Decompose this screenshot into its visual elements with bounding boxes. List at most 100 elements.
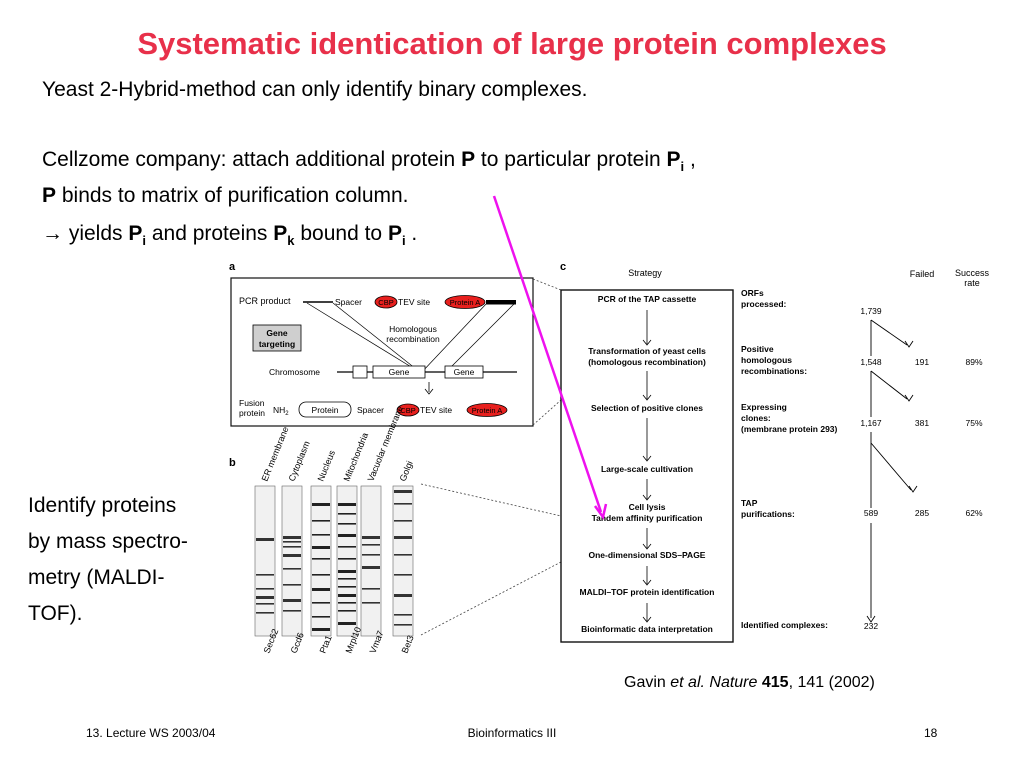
cbp-label: CBP	[378, 298, 393, 307]
down-arrow-icon	[904, 394, 914, 402]
text-segment: ,	[684, 148, 696, 171]
row-label: processed:	[741, 299, 787, 309]
gel-band	[394, 624, 412, 626]
tap-figure: a PCR product Spacer CBP TEV site Protei…	[225, 258, 995, 660]
panel-c-label: c	[560, 261, 566, 273]
panel-a-box	[230, 277, 534, 427]
side-text: Identify proteins by mass spectro- metry…	[28, 488, 228, 632]
gel-band	[283, 610, 301, 612]
gel-band	[256, 612, 274, 614]
gel-band	[256, 574, 274, 576]
row-count: 589	[864, 508, 878, 518]
text-segment: and proteins	[146, 222, 274, 245]
gel-band	[338, 534, 356, 537]
slide-title: Systematic identication of large protein…	[137, 26, 887, 61]
strategy-header: Strategy	[628, 268, 662, 278]
gel-band	[338, 513, 356, 515]
gel-band	[256, 603, 274, 605]
row-failed: 191	[915, 357, 929, 367]
gel-band	[312, 534, 330, 536]
protein-pi: Pi	[128, 222, 146, 249]
gel-band	[283, 568, 301, 570]
footer-page-number: 18	[924, 726, 938, 740]
gel-band	[312, 503, 330, 506]
protein-label: Protein	[312, 405, 339, 415]
protein-pi: Pi	[387, 222, 406, 249]
gene-label: Gene	[389, 367, 410, 377]
down-arrow-icon	[642, 455, 652, 462]
gel-band	[338, 594, 356, 597]
gel-band	[312, 602, 330, 604]
strategy-step: Transformation of yeast cells	[588, 346, 706, 356]
pointer-arrowhead-icon	[593, 503, 608, 520]
row-label: TAP	[741, 498, 758, 508]
gel-band	[338, 546, 356, 548]
yields-line: → yields Pi and proteins Pk bound to Pi …	[42, 222, 417, 248]
strategy-step: (homologous recombination)	[588, 357, 706, 367]
tev-label: TEV site	[420, 405, 452, 415]
row-label: Positive	[741, 344, 774, 354]
chromosome-label: Chromosome	[269, 367, 320, 377]
gel-band	[312, 628, 330, 631]
pointer-arrow	[492, 195, 603, 513]
text-segment: bound to	[294, 222, 388, 245]
text-segment: Cellzome company: attach additional prot…	[42, 148, 462, 171]
gel-band	[394, 490, 412, 493]
gel-band	[283, 536, 301, 539]
strategy-step: Bioinformatic data interpretation	[581, 624, 713, 634]
nh2-label: NH2	[273, 405, 289, 417]
row-label: purifications:	[741, 509, 795, 519]
protein-a-tag	[466, 403, 508, 417]
row-label: clones:	[741, 413, 771, 423]
row-label: recombinations:	[741, 366, 807, 376]
gel-band	[394, 614, 412, 616]
chromosome-block	[352, 365, 368, 379]
gel-band	[338, 570, 356, 573]
success-header: rate	[964, 278, 980, 288]
gel-band	[394, 520, 412, 522]
down-arrow-icon	[642, 339, 652, 346]
cbp-label: CBP	[400, 406, 415, 415]
recomb-line	[306, 302, 422, 374]
protein-p: P	[42, 184, 57, 207]
strategy-step: Large-scale cultivation	[601, 464, 693, 474]
gel-band	[312, 520, 330, 522]
gene-block	[372, 365, 426, 379]
down-arrow-icon	[642, 616, 652, 623]
strategy-step: Selection of positive clones	[591, 403, 703, 413]
protein-a-label: Protein A	[472, 406, 502, 415]
side-text-line: TOF).	[28, 602, 83, 625]
row-label: (membrane protein 293)	[741, 424, 838, 434]
gene-label: Gene	[454, 367, 475, 377]
strategy-step: Tandem affinity purification	[592, 513, 703, 523]
cellzome-line: Cellzome company: attach additional prot…	[42, 148, 696, 174]
gel-band	[312, 558, 330, 560]
gel-band	[256, 538, 274, 541]
strategy-step: PCR of the TAP cassette	[598, 294, 697, 304]
side-text-line: by mass spectro-	[28, 530, 188, 553]
row-rate: 89%	[965, 357, 982, 367]
down-arrow-icon	[642, 394, 652, 401]
row-label: Expressing	[741, 402, 787, 412]
pcr-product-label: PCR product	[239, 296, 291, 306]
gel-band	[338, 622, 356, 625]
marker-bar	[486, 300, 516, 305]
gel-band	[394, 574, 412, 576]
text-segment: yields	[63, 222, 129, 245]
gel-band	[338, 503, 356, 506]
row-label: Identified complexes:	[741, 620, 828, 630]
gene-targeting-box	[252, 324, 302, 352]
row-count: 1,739	[860, 306, 882, 316]
down-arrow-icon	[642, 579, 652, 586]
down-arrow-icon	[642, 543, 652, 550]
citation-pages: , 141 (2002)	[788, 674, 875, 691]
gel-band	[256, 588, 274, 590]
gel-band	[394, 594, 412, 597]
homologous-label: Homologous	[389, 324, 437, 334]
gel-lane	[392, 485, 414, 637]
cbp-tag	[396, 403, 420, 417]
success-header: Success	[955, 268, 990, 278]
gel-band	[362, 544, 380, 546]
recomb-line	[420, 302, 488, 374]
